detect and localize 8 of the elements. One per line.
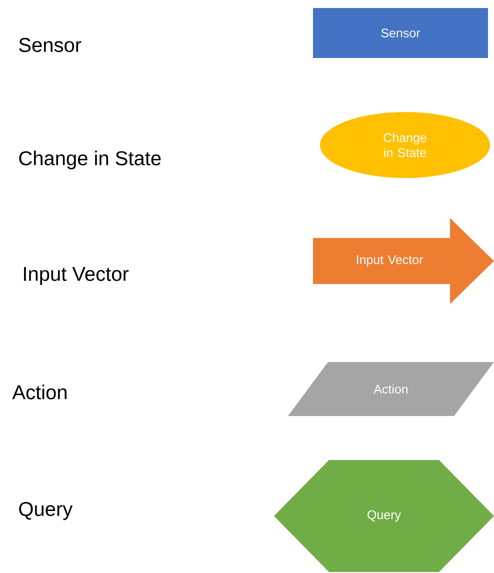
shape-label: Input Vector [24,267,129,285]
shape-label: Sensor [19,38,82,52]
query-hexagon: Query [274,460,494,572]
shape-label: Action [12,384,66,400]
process-box: Sensor [313,8,488,58]
shape-label: Change in State [19,150,161,170]
shape-label: Query [19,502,73,520]
action-parallelogram: Action [288,362,494,416]
